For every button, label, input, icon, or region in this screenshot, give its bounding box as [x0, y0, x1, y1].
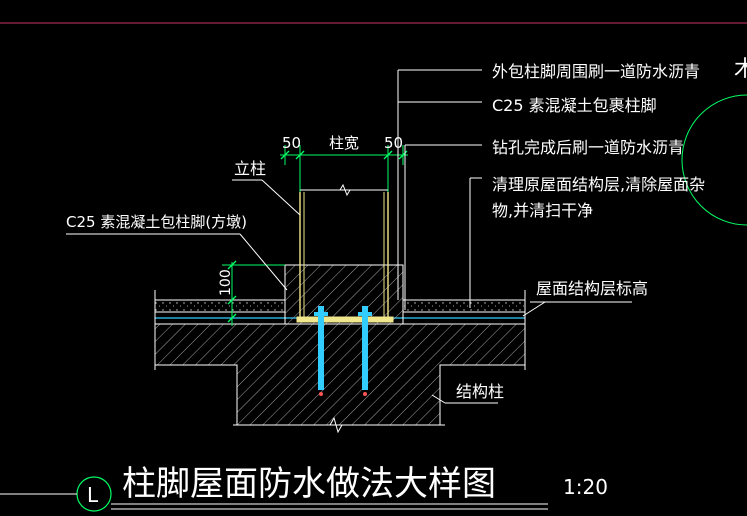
note-drill-coat: 钻孔完成后刷一道防水沥青	[492, 138, 684, 157]
dim-height-100: 100	[218, 269, 234, 296]
bolt-nut-right	[358, 312, 372, 316]
leader-struct-col-slant	[431, 394, 446, 404]
circle-edge-arc	[681, 94, 747, 226]
height-tick-mid	[227, 295, 237, 305]
label-struct-col: 结构柱	[456, 382, 504, 401]
anchor-bolts	[314, 306, 372, 396]
concrete-pier	[284, 264, 404, 325]
note-outer-coat: 外包柱脚周围刷一道防水沥青	[492, 62, 700, 81]
right-leaders	[397, 69, 632, 404]
bolt-end-left	[319, 392, 323, 396]
anchor-bolt-left	[318, 306, 324, 390]
leader-pier-slant	[239, 233, 288, 291]
height-tick-bot	[227, 313, 237, 323]
slab-upper-layer-right	[402, 299, 526, 313]
dim-left-50: 50	[282, 134, 301, 152]
bolt-end-right	[363, 392, 367, 396]
steel-column	[299, 192, 389, 317]
dim-column-width: 柱宽	[329, 134, 359, 152]
title-block	[0, 476, 548, 512]
label-pier: C25 素混凝土包柱脚(方墩)	[66, 213, 247, 231]
label-roof-level: 屋面结构层标高	[536, 279, 648, 298]
roof-slab	[154, 290, 526, 434]
slab-upper-layer-left	[154, 299, 286, 313]
label-column: 立柱	[234, 159, 266, 178]
dim-tick-4	[398, 150, 408, 160]
detail-mark-letter: L	[87, 483, 99, 507]
column-break-symbol	[339, 183, 351, 197]
anchor-bolt-right	[362, 306, 368, 390]
dim-tick-1	[280, 150, 290, 160]
height-dimension	[222, 260, 285, 326]
note-clean-line2: 物,并清扫干净	[492, 201, 593, 220]
drawing-scale: 1:20	[563, 475, 608, 499]
leader-column-slant	[261, 179, 301, 216]
slab-bottom-zigzag	[329, 416, 343, 434]
edge-glyph: 木	[734, 57, 747, 82]
structural-slab	[154, 323, 526, 426]
height-tick-top	[227, 260, 237, 270]
dim-tick-2	[295, 150, 305, 160]
base-plate	[296, 316, 394, 323]
note-clean-line1: 清理原屋面结构层,清除屋面杂	[492, 175, 705, 194]
leader-roof-level-slant	[522, 301, 546, 317]
bolt-nut-left	[314, 312, 328, 316]
top-dimension	[280, 145, 408, 197]
note-c25-wrap: C25 素混凝土包裹柱脚	[492, 96, 657, 115]
dim-tick-3	[383, 150, 393, 160]
dim-right-50: 50	[384, 134, 403, 152]
left-leaders	[66, 179, 301, 291]
drawing-title: 柱脚屋面防水做法大样图	[122, 464, 496, 504]
